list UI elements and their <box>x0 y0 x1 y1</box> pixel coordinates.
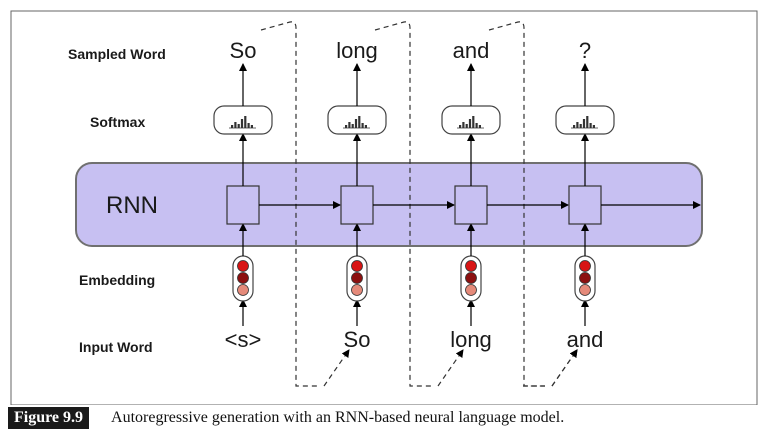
histogram-bar <box>358 116 361 128</box>
histogram-icon <box>343 116 370 129</box>
embedding-unit <box>237 272 249 284</box>
timestep-4: and? <box>555 38 701 352</box>
figure-caption: Figure 9.9 Autoregressive generation wit… <box>8 405 564 431</box>
row-label-embedding: Embedding <box>79 272 155 288</box>
histogram-bar <box>247 123 250 128</box>
embedding-unit <box>351 272 363 284</box>
histogram-bar <box>472 116 475 128</box>
histogram-bar <box>231 125 234 128</box>
feedback-arrow <box>551 349 578 387</box>
timestep-1: <s> So <box>213 38 341 352</box>
histogram-bar <box>364 125 367 128</box>
histogram-bar <box>478 125 481 128</box>
caption-text: Autoregressive generation with an RNN-ba… <box>111 409 565 426</box>
embedding-unit <box>465 272 477 284</box>
histogram-bar <box>361 123 364 128</box>
histogram-bar <box>240 119 244 128</box>
histogram-bar <box>237 124 240 128</box>
sampled-word: So <box>230 38 257 63</box>
rnn-cell <box>454 185 488 225</box>
embedding-unit <box>465 284 477 296</box>
histogram-bar <box>244 116 247 128</box>
histogram-bar <box>468 119 472 128</box>
histogram-bar <box>354 119 358 128</box>
feedback-arrow <box>437 349 464 387</box>
rnn-generation-diagram: Sampled Word Softmax Embedding Input Wor… <box>10 10 758 405</box>
sampled-word: ? <box>579 38 591 63</box>
histogram-bar <box>250 125 253 128</box>
embedding-unit <box>351 260 363 272</box>
histogram-bar <box>582 119 586 128</box>
feedback-path <box>488 21 545 387</box>
histogram-bar <box>579 124 582 128</box>
histogram-icon <box>457 116 484 129</box>
histogram-bar <box>459 125 462 128</box>
histogram-bar <box>589 123 592 128</box>
histogram-bar <box>348 122 351 128</box>
timestep-2: So long <box>327 38 455 352</box>
embedding-unit <box>237 260 249 272</box>
histogram-bar <box>351 124 354 128</box>
histogram-bar <box>345 125 348 128</box>
embedding-unit <box>465 260 477 272</box>
feedback-connectors <box>260 21 578 387</box>
feedback-arrow <box>323 349 350 387</box>
sampled-word: and <box>453 38 490 63</box>
histogram-bar <box>475 123 478 128</box>
figure-number: Figure 9.9 <box>8 407 90 429</box>
histogram-bar <box>576 122 579 128</box>
embedding-unit <box>237 284 249 296</box>
sampled-word: long <box>336 38 378 63</box>
input-word: and <box>567 327 604 352</box>
timestep-3: long and <box>441 38 569 352</box>
histogram-bar <box>465 124 468 128</box>
input-word: So <box>344 327 371 352</box>
histogram-icon <box>229 116 256 129</box>
row-label-sampled-word: Sampled Word <box>68 46 166 62</box>
histogram-bar <box>592 125 595 128</box>
histogram-icon <box>571 116 598 129</box>
rnn-label: RNN <box>106 192 158 219</box>
embedding-unit <box>579 284 591 296</box>
embedding-unit <box>579 272 591 284</box>
rnn-cell <box>226 185 260 225</box>
embedding-unit <box>579 260 591 272</box>
input-word: long <box>450 327 492 352</box>
row-label-softmax: Softmax <box>90 114 145 130</box>
histogram-bar <box>462 122 465 128</box>
rnn-cell <box>340 185 374 225</box>
feedback-path <box>260 21 317 387</box>
histogram-bar <box>573 125 576 128</box>
histogram-bar <box>586 116 589 128</box>
row-label-input-word: Input Word <box>79 339 153 355</box>
rnn-cell <box>568 185 602 225</box>
input-word: <s> <box>225 327 262 352</box>
feedback-path <box>374 21 431 387</box>
embedding-unit <box>351 284 363 296</box>
histogram-bar <box>234 122 237 128</box>
